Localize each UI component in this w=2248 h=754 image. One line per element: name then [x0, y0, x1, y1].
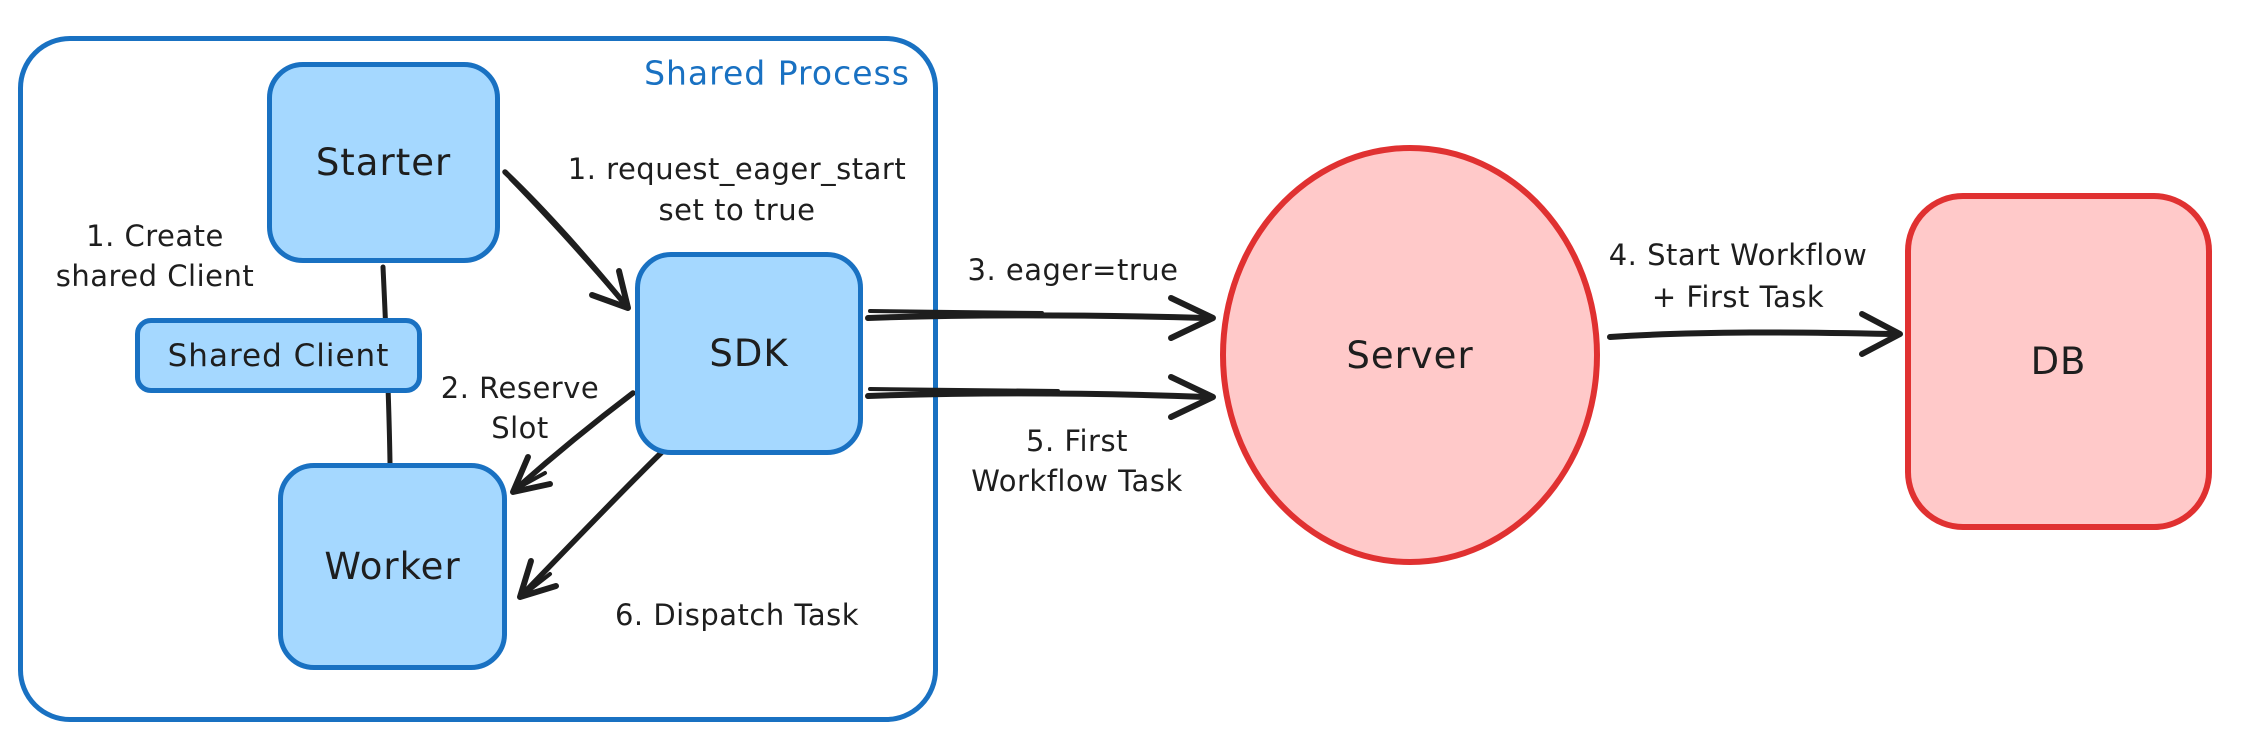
- starter-node: Starter: [267, 62, 500, 263]
- server-node-label: Server: [1346, 333, 1474, 377]
- arrow-reserve-slot: [510, 390, 636, 495]
- annotation-create-shared-client: 1. Create shared Client: [55, 219, 255, 293]
- shared-client-node-label: Shared Client: [167, 337, 390, 374]
- arrow-eager-true: [865, 295, 1216, 341]
- sdk-node-label: SDK: [709, 332, 789, 375]
- arrow-start-workflow: [1607, 311, 1903, 357]
- arrow-request-eager-start: [502, 169, 631, 311]
- sdk-node: SDK: [635, 252, 863, 455]
- annotation-request-eager-start: 1. request_eager_start set to true: [567, 152, 907, 227]
- server-node: Server: [1220, 145, 1600, 565]
- annotation-eager-true: 3. eager=true: [967, 253, 1179, 287]
- shared-process-label: Shared Process: [644, 53, 910, 93]
- db-node: DB: [1905, 193, 2212, 530]
- annotation-dispatch-task: 6. Dispatch Task: [614, 598, 860, 632]
- worker-node-label: Worker: [324, 545, 461, 588]
- annotation-reserve-slot: 2. Reserve Slot: [440, 371, 600, 445]
- shared-client-node: Shared Client: [135, 318, 422, 393]
- starter-node-label: Starter: [315, 141, 452, 184]
- arrow-first-workflow-task: [865, 374, 1216, 420]
- db-node-label: DB: [2030, 340, 2087, 383]
- annotation-start-workflow-first-task: 4. Start Workflow + First Task: [1608, 238, 1868, 314]
- worker-node: Worker: [278, 463, 507, 670]
- shared-process-container: [18, 36, 938, 722]
- annotation-first-workflow-task: 5. First Workflow Task: [971, 424, 1183, 498]
- arrow-dispatch-task: [517, 449, 665, 600]
